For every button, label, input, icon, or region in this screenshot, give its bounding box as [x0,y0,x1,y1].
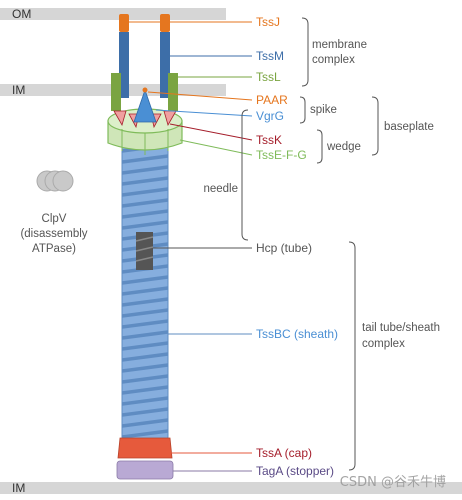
tssl-right [168,73,178,111]
sheath-stripe [121,385,169,395]
sheath-stripe [121,187,169,197]
group-tail-tube-2: complex [362,338,405,350]
sheath-stripe [121,363,169,373]
label-tssm: TssM [256,49,284,63]
hcp-tube [135,232,154,270]
watermark: CSDN @谷禾牛博 [340,475,446,490]
sheath-stripe [121,330,169,340]
vgrg-spike [133,88,157,123]
leader-lines [129,21,253,472]
group-brackets [241,17,379,471]
label-hcp: Hcp (tube) [256,241,312,255]
clpv-label-3: ATPase) [32,243,76,255]
label-tssl: TssL [256,70,281,84]
sheath-stripe [121,352,169,362]
tssbc-sheath [121,139,169,441]
sheath-stripe [121,429,169,439]
inner-membrane-top-label: IM [12,83,25,97]
label-tssbc: TssBC (sheath) [256,327,338,341]
outer-membrane-label: OM [12,7,31,21]
tssl-left [111,73,121,111]
sheath-stripe [121,176,169,186]
outer-membrane [0,8,226,20]
label-tssk: TssK [256,133,282,147]
inner-membrane-bottom-label: IM [12,481,25,495]
group-spike: spike [310,104,337,116]
sheath-stripe [121,297,169,307]
sheath-stripe [121,165,169,175]
label-tssa: TssA (cap) [256,446,312,460]
inner-membrane-bottom [0,482,462,494]
label-tsse-f-g: TssE-F-G [256,148,307,162]
label-taga: TagA (stopper) [256,464,334,478]
sheath-stripe [121,319,169,329]
sheath-stripe [121,209,169,219]
group-wedge: wedge [326,141,361,153]
label-vgrg: VgrG [256,109,284,123]
tssj-left [119,14,129,32]
label-tssj: TssJ [256,15,280,29]
sheath-stripe [121,418,169,428]
group-membrane-complex-1: membrane [312,39,367,51]
sheath-stripe [121,154,169,164]
group-needle: needle [203,183,238,195]
tssj-right [160,14,170,32]
label-paar: PAAR [256,93,288,107]
clpv-icon [36,170,74,192]
group-tail-tube-1: tail tube/sheath [362,322,440,334]
taga-stopper [116,460,174,480]
group-membrane-complex-2: complex [312,54,355,66]
sheath-stripe [121,396,169,406]
sheath-stripe [121,407,169,417]
sheath-stripe [121,286,169,296]
paar-tip [142,87,148,93]
clpv-label-1: ClpV [42,213,67,225]
tssa-cap [117,437,173,459]
clpv-label-2: (disassembly [20,228,87,240]
sheath-stripe [121,198,169,208]
tssm-left [119,32,129,98]
sheath-stripe [121,308,169,318]
sheath-stripe [121,341,169,351]
sheath-stripe [121,220,169,230]
group-baseplate: baseplate [384,121,434,133]
sheath-stripe [121,275,169,285]
tssm-right [160,32,170,98]
sheath-stripe [121,374,169,384]
